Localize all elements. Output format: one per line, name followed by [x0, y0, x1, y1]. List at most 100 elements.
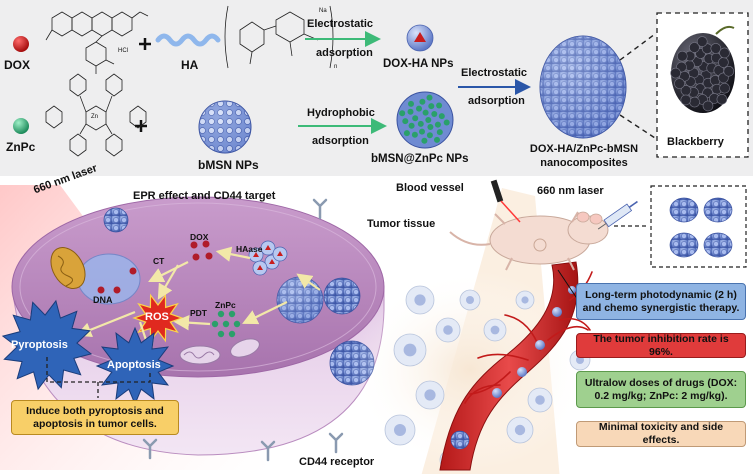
- ros-label: ROS: [145, 311, 169, 323]
- drupelet: [680, 94, 692, 106]
- vessel-nanoparticles: [450, 286, 576, 450]
- nanocomposite-sample-frame: [650, 185, 747, 268]
- tissue-cell-nucleus: [514, 424, 526, 436]
- znpc-dot: [434, 121, 441, 128]
- drupelet: [719, 82, 730, 94]
- drupelet: [718, 57, 729, 68]
- tissue-cell-nucleus: [535, 395, 545, 405]
- box3-line2: 0.2 mg/kg; ZnPc: 2 mg/kg).: [594, 389, 728, 402]
- apoptosis-label: Apoptosis: [107, 359, 161, 371]
- znpc-dot: [403, 130, 410, 137]
- dox-core: [257, 265, 263, 270]
- pyroptosis-label: Pyroptosis: [11, 339, 68, 351]
- znpc-dot: [411, 131, 418, 138]
- tissue-cell-nucleus: [576, 356, 584, 364]
- dox-core: [253, 252, 259, 257]
- ha-label: HA: [181, 58, 199, 72]
- znpc-loading-dots: [399, 94, 450, 144]
- znpc-dot: [438, 113, 445, 120]
- znpc-dot: [425, 117, 432, 123]
- tissue-cell-nucleus: [521, 296, 529, 304]
- mouse-icon: [449, 211, 609, 271]
- drupelet: [723, 66, 735, 77]
- dox-molecule-icon: [13, 36, 29, 52]
- tumor-tissue-label: Tumor tissue: [367, 218, 436, 230]
- ct-label: CT: [153, 256, 165, 266]
- dox-core: [277, 251, 283, 256]
- box3-line1: Ultralow doses of drugs (DOX:: [584, 376, 738, 389]
- ha-chain-icon: [155, 33, 221, 47]
- blackberry-drupelets: [670, 36, 735, 112]
- laser-device-icon: [490, 179, 521, 223]
- drupelet: [716, 94, 728, 105]
- drupelet: [689, 42, 700, 53]
- tissue-cell-nucleus: [403, 343, 417, 357]
- znpc-dot: [419, 128, 425, 135]
- dox-dots: [97, 240, 213, 294]
- tissue-cell-nucleus: [394, 424, 406, 436]
- composite-shading: [540, 36, 626, 138]
- znpc-dot: [412, 115, 419, 122]
- laser-right-label: 660 nm laser: [537, 185, 604, 197]
- induce-line1: Induce both pyroptosis and: [26, 404, 164, 417]
- ros-starburst-icon: [132, 293, 184, 343]
- benefit-box-synergistic: Long-term photodynamic (2 h) and chemo s…: [576, 283, 746, 320]
- tissue-cell-nucleus: [443, 325, 453, 335]
- mitochondria-icon: [50, 247, 260, 365]
- znpc-dot: [426, 94, 433, 101]
- znpc-structure-icon: [45, 73, 147, 157]
- tissue-cell-nucleus: [490, 325, 500, 335]
- dashed-connector: [619, 33, 656, 61]
- blood-vessel-label: Blood vessel: [396, 182, 464, 194]
- haase-label: HAase: [236, 244, 263, 254]
- top-panel-background: [0, 0, 753, 176]
- drupelet: [710, 43, 722, 54]
- znpc-cell-label: ZnPc: [215, 300, 236, 310]
- hydrophobic-text: Hydrophobic: [307, 107, 375, 119]
- znpc-dot: [408, 100, 414, 107]
- induce-line2: apoptosis in tumor cells.: [33, 417, 157, 430]
- pointer-line: [557, 269, 579, 301]
- box1-line1: Long-term photodynamic (2 h): [585, 288, 737, 301]
- pyroptosis-burst-icon: [1, 299, 93, 391]
- benefit-box-dose: Ultralow doses of drugs (DOX: 0.2 mg/kg;…: [576, 371, 746, 408]
- drupelet: [696, 36, 708, 47]
- bmsn-shading: [199, 101, 251, 153]
- znpc-dot: [431, 111, 438, 117]
- adsorption-text-2: adsorption: [312, 135, 369, 147]
- bmsn-label: bMSN NPs: [198, 158, 259, 172]
- znpc-label: ZnPc: [6, 140, 36, 154]
- dox-core: [269, 259, 275, 264]
- bmsn-znpc-label: bMSN@ZnPc NPs: [371, 153, 469, 165]
- dna-label: DNA: [93, 295, 113, 305]
- plus-sign-icon: [139, 38, 151, 50]
- box4-text: Minimal toxicity and side effects.: [598, 421, 724, 446]
- drupelet: [674, 78, 685, 89]
- dox-cell-label: DOX: [190, 232, 209, 242]
- znpc-dot: [436, 129, 443, 136]
- znpc-dot: [407, 108, 414, 115]
- znpc-dot: [416, 105, 422, 112]
- znpc-dot: [436, 102, 443, 109]
- blackberry-stem-icon: [715, 25, 735, 35]
- znpc-dot: [443, 119, 450, 126]
- blackberry-label: Blackberry: [667, 136, 724, 148]
- znpc-dot: [434, 136, 440, 143]
- induce-death-box: Induce both pyroptosis and apoptosis in …: [11, 400, 179, 435]
- nanocomposite-sample-icons: [669, 197, 733, 258]
- tissue-cell-nucleus: [466, 296, 474, 304]
- pdt-label: PDT: [190, 308, 207, 318]
- n-subscript-label: n: [334, 64, 338, 70]
- dox-ha-cluster: [248, 240, 288, 276]
- znpc-dot: [426, 132, 433, 139]
- adsorption-text-3: adsorption: [468, 95, 525, 107]
- znpc-dot: [408, 122, 415, 129]
- hcl-label: HCl: [118, 48, 128, 54]
- electrostatic-text-1: Electrostatic: [307, 18, 374, 30]
- znpc-dot: [422, 109, 429, 116]
- znpc-dot: [399, 110, 406, 117]
- drupelet: [670, 67, 681, 79]
- znpc-dot: [417, 120, 424, 127]
